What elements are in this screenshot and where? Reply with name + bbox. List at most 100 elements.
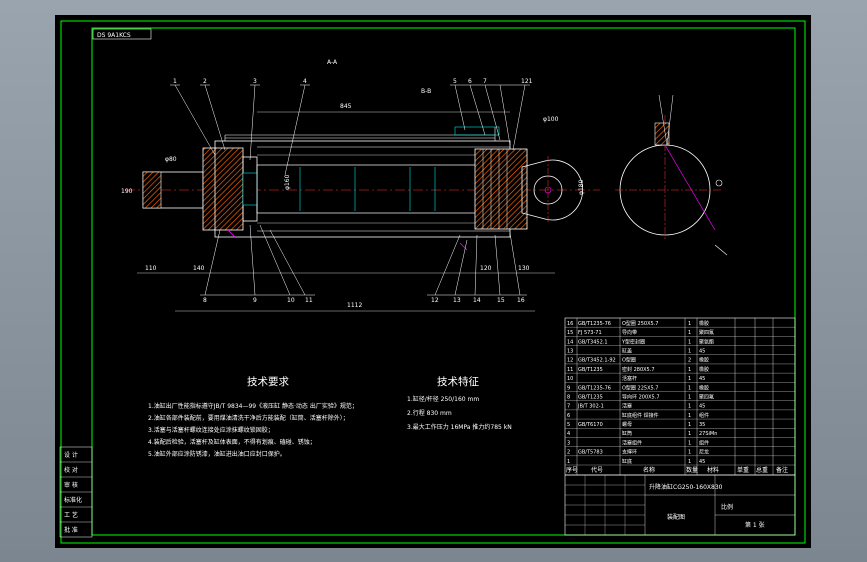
bom-cell-name: 导向环 200X5.7 xyxy=(622,393,660,400)
bom-cell-mat: 尼龙 xyxy=(699,449,709,456)
bom-cell-qty: 1 xyxy=(688,330,691,336)
bom-cell-name: 导向带 xyxy=(622,329,637,336)
dim-right: 130 xyxy=(518,265,530,272)
bom-header: 序号 代号 名称 数量 材料 单重 总重 备注 xyxy=(566,466,788,474)
tech-req-4: 4.装配后检验，活塞杆及缸体表面，不得有划痕、磕碰、锈蚀； xyxy=(148,438,316,446)
tech-req-5: 5.油缸外部应涂防锈漆，油缸进出油口应封口保护。 xyxy=(148,450,286,458)
bom-cell-code: JB/T 302-1 xyxy=(577,404,604,410)
bom-cell-mat: 橡胶 xyxy=(699,384,709,391)
title-block-title: 升降油缸CG250-160X830 xyxy=(649,483,723,491)
bom-cell-no: 2 xyxy=(567,450,570,456)
leader-lines xyxy=(174,84,526,296)
bom-cell-no: 12 xyxy=(567,358,573,364)
bom-cell-name: 缸盖 xyxy=(622,348,632,355)
bom-cell-qty: 1 xyxy=(688,321,691,327)
stamp-3: 审 核 xyxy=(64,481,78,489)
bom-cell-no: 15 xyxy=(567,330,573,336)
sheet-inner-border xyxy=(91,27,796,536)
bom-cell-code: GB/T3452.1 xyxy=(578,339,608,345)
bom-cell-name: 密封 280X5.7 xyxy=(622,366,655,373)
bom-cell-mat: 45 xyxy=(699,404,705,410)
balloon-13: 13 xyxy=(453,297,461,304)
bom-cell-mat: 橡胶 xyxy=(699,357,709,364)
balloon-12: 12 xyxy=(431,297,439,304)
balloon-14: 14 xyxy=(473,297,481,304)
bom-cell-qty: 1 xyxy=(688,367,691,373)
bom-cell-qty: 1 xyxy=(688,459,691,465)
bom-cell-qty: 1 xyxy=(688,450,691,456)
bom-cell-name: O型圈 250X5.7 xyxy=(622,320,658,327)
bom-cell-qty: 1 xyxy=(688,422,691,428)
stamp-5: 工 艺 xyxy=(64,511,78,519)
part-balloons: 1 2 3 4 5 6 7 8 9 10 11 12 13 14 15 16 1… xyxy=(173,78,533,304)
bom-h-mat: 材料 xyxy=(707,466,719,474)
balloon-10: 10 xyxy=(287,297,295,304)
tech-req-1: 1.油缸出厂性能指标遵守JB/T 9834—99《液压缸 静态·动态 出厂实验》… xyxy=(148,402,358,410)
rod-eye xyxy=(521,159,584,221)
bom-cell-qty: 1 xyxy=(688,376,691,382)
bom-cell-qty: 1 xyxy=(688,413,691,419)
section-bb: B-B xyxy=(421,88,431,95)
bom-cell-no: 1 xyxy=(567,459,570,465)
bom-cell-qty: 1 xyxy=(688,339,691,345)
bom-cell-name: 缸底组件 焊接件 xyxy=(622,412,659,419)
section-label: A-A xyxy=(327,59,338,66)
bom-cell-qty: 1 xyxy=(688,394,691,400)
bom-cell-code: GB/T3452.1-92 xyxy=(578,358,616,364)
title-block: 升降油缸CG250-160X830 装配图 比例 第 1 张 xyxy=(564,474,796,536)
bom-cell-no: 4 xyxy=(567,431,570,437)
bom-cell-no: 14 xyxy=(567,339,573,345)
dim-d180: φ180 xyxy=(578,179,585,195)
tech-spec-2: 2.行程 830 mm xyxy=(407,409,452,417)
tech-spec-title: 技术特征 xyxy=(437,375,479,388)
balloon-1: 1 xyxy=(173,78,177,85)
bom-cell-mat: 聚四氟 xyxy=(699,329,714,336)
bom-cell-mat: 35 xyxy=(699,422,705,428)
cylinder-barrel xyxy=(214,140,511,238)
bom-cell-name: 支撑环 xyxy=(622,449,637,456)
code-box xyxy=(92,28,152,40)
bom-cell-code: GB/T6170 xyxy=(578,422,603,428)
bom-cell-no: 10 xyxy=(567,376,573,382)
cylinder-head xyxy=(474,148,528,230)
balloon-16: 16 xyxy=(517,297,525,304)
bom-cell-no: 13 xyxy=(567,349,573,355)
cylinder-bottom xyxy=(202,147,244,231)
bom-cell-name: 缸筒 xyxy=(622,430,632,437)
bom-cell-mat: 45 xyxy=(699,376,705,382)
bom-cell-no: 8 xyxy=(567,394,570,400)
cad-viewport[interactable]: DS 9A1KCS A-A xyxy=(55,15,811,548)
bom-h-name: 名称 xyxy=(643,466,655,474)
bom-cell-mat: 橡胶 xyxy=(699,320,709,327)
bom-h-weight: 单重 xyxy=(737,466,749,474)
bom-cell-qty: 1 xyxy=(688,431,691,437)
title-block-drawing: 装配图 xyxy=(667,513,685,521)
bom-cell-mat: 45 xyxy=(699,349,705,355)
balloon-5: 5 xyxy=(453,78,457,85)
bom-cell-name: O型圈 225X5.7 xyxy=(622,384,658,391)
bom-cell-name: O型圈 xyxy=(622,357,636,364)
bom-cell-qty: 1 xyxy=(688,349,691,355)
title-block-scale: 比例 xyxy=(721,503,733,511)
cylinder-section-view xyxy=(125,126,600,251)
tech-req-list: 1.油缸出厂性能指标遵守JB/T 9834—99《液压缸 静态·动态 出厂实验》… xyxy=(148,402,358,458)
bom-cell-mat: 聚氨酯 xyxy=(699,338,714,345)
dim-left: 140 xyxy=(193,265,205,272)
bom-cell-name: Y型密封圈 xyxy=(621,338,645,345)
bom-cell-mat: 组件 xyxy=(699,412,709,419)
tech-spec-list: 1.缸径/杆径 250/160 mm 2.行程 830 mm 3.最大工作压力 … xyxy=(407,395,512,431)
tech-req-2: 2.油缸各部件装配前，要用煤油清洗干净后方能装配（缸筒、活塞杆除外）； xyxy=(148,414,349,422)
title-block-sheet: 第 1 张 xyxy=(745,521,765,529)
bom-cell-code: GB/T1235-76 xyxy=(578,321,611,327)
dim-left2: 110 xyxy=(145,265,157,272)
stamp-4: 标准化 xyxy=(64,496,82,504)
tech-req-3: 3.活塞与活塞杆螺纹连接处应涂抹螺纹锁固胶； xyxy=(148,426,274,434)
bom-cell-mat: 27SiMn xyxy=(699,431,717,437)
bom-cell-name: 螺母 xyxy=(622,421,632,428)
bom-cell-mat: 45 xyxy=(699,459,705,465)
bom-cell-no: 3 xyxy=(567,440,570,446)
bom-cell-mat: 组件 xyxy=(699,439,709,446)
bom-cell-code: GB/T5783 xyxy=(578,450,603,456)
bom-cell-mat: 聚四氟 xyxy=(699,393,714,400)
